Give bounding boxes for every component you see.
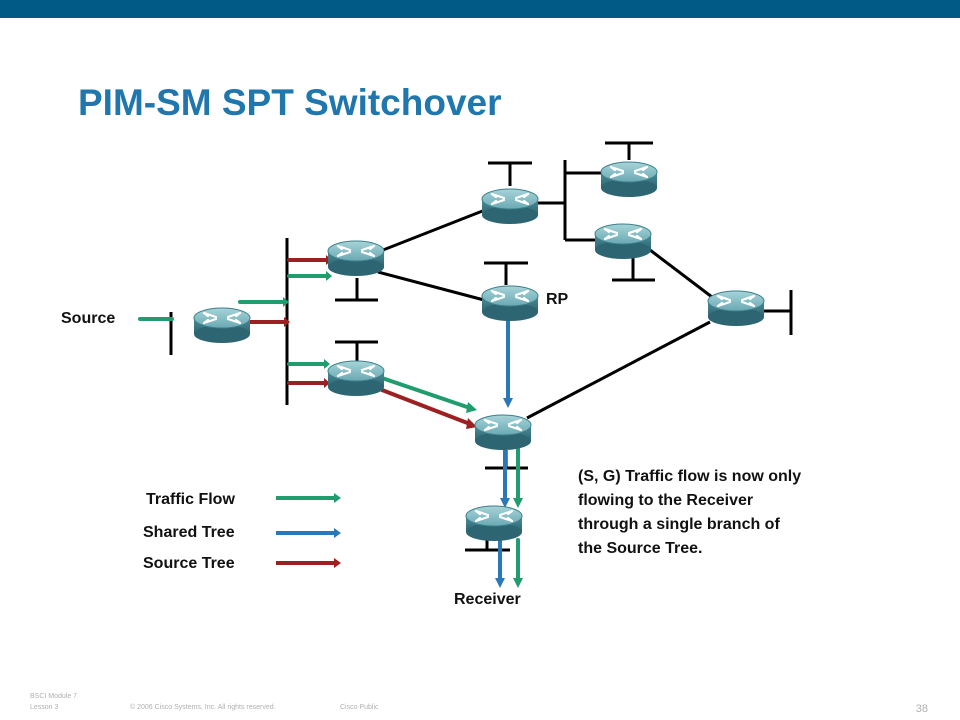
top-banner bbox=[0, 0, 960, 18]
legend-traffic-flow: Traffic Flow bbox=[146, 491, 235, 508]
note-line: (S, G) Traffic flow is now only bbox=[578, 468, 802, 485]
note-line: flowing to the Receiver bbox=[578, 492, 754, 509]
explanation-note: (S, G) Traffic flow is now only flowing … bbox=[578, 465, 898, 561]
network-links bbox=[169, 141, 793, 552]
router-icon bbox=[473, 413, 533, 452]
router-icon bbox=[593, 222, 653, 261]
legend-shared-tree: Shared Tree bbox=[143, 524, 235, 541]
source-label: Source bbox=[61, 310, 116, 327]
router-icon bbox=[326, 359, 386, 398]
router-icon bbox=[464, 504, 524, 543]
router-icon bbox=[326, 239, 386, 278]
page-number: 38 bbox=[915, 703, 928, 715]
footer-copyright: © 2006 Cisco Systems, Inc. All rights re… bbox=[130, 704, 276, 711]
note-line: the Source Tree. bbox=[578, 540, 703, 557]
receiver-label: Receiver bbox=[454, 591, 521, 608]
rp-label: RP bbox=[546, 291, 569, 308]
note-line: through a single branch of bbox=[578, 516, 780, 533]
footer-course: BSCI Module 7 bbox=[30, 693, 78, 700]
legend-source-tree: Source Tree bbox=[143, 555, 235, 572]
router-icon bbox=[599, 160, 659, 199]
router-icon bbox=[480, 187, 540, 226]
router-icon bbox=[192, 306, 252, 345]
router-icon bbox=[706, 289, 766, 328]
footer-classification: Cisco Public bbox=[340, 704, 379, 711]
slide-title: PIM-SM SPT Switchover bbox=[78, 82, 502, 123]
router-icon bbox=[480, 284, 540, 323]
footer-lesson: Lesson 3 bbox=[30, 704, 59, 711]
legend-arrows bbox=[276, 493, 341, 568]
